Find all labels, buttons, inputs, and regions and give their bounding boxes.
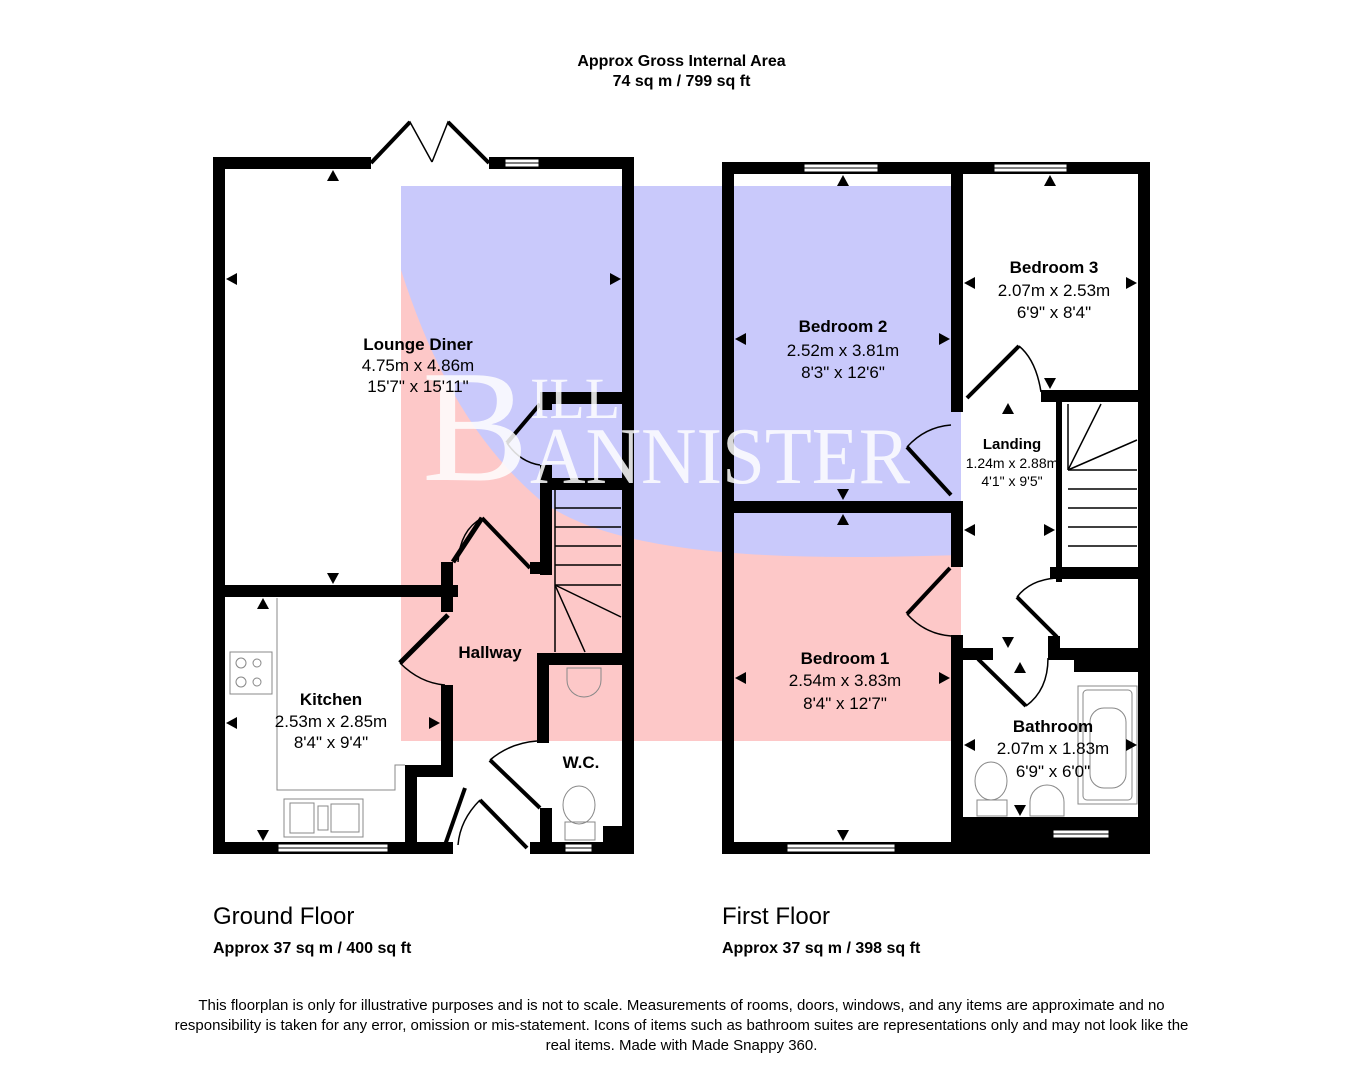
ground-floor-title: Ground Floor (213, 903, 355, 930)
bathroom-basin-icon (1029, 784, 1065, 817)
dimension-markers-first (735, 175, 1137, 841)
svg-text:2.07m x 1.83m: 2.07m x 1.83m (997, 739, 1109, 758)
first-floor-area: Approx 37 sq m / 398 sq ft (722, 940, 921, 957)
gross-area-value: 74 sq m / 799 sq ft (612, 73, 751, 90)
svg-text:Bathroom: Bathroom (1013, 717, 1093, 736)
first-floor-title: First Floor (722, 903, 830, 930)
svg-text:8'3" x 12'6": 8'3" x 12'6" (801, 363, 885, 382)
bathroom-toilet-icon (974, 761, 1008, 817)
watermark-logo (401, 186, 961, 741)
svg-text:1.24m x 2.88m: 1.24m x 2.88m (966, 455, 1059, 471)
room-bedroom-3: Bedroom 3 2.07m x 2.53m 6'9" x 8'4" (998, 258, 1110, 322)
gross-internal-area: Approx Gross Internal Area 74 sq m / 799… (0, 52, 1363, 92)
watermark-text: B ILL ANNISTER (422, 337, 911, 515)
room-hallway: Hallway (458, 643, 522, 662)
room-bedroom-1: Bedroom 1 2.54m x 3.83m 8'4" x 12'7" (789, 649, 901, 713)
ground-floor-area: Approx 37 sq m / 400 sq ft (213, 940, 412, 957)
svg-text:2.54m x 3.83m: 2.54m x 3.83m (789, 671, 901, 690)
svg-text:Landing: Landing (983, 436, 1041, 453)
svg-text:15'7" x 15'11": 15'7" x 15'11" (367, 377, 468, 396)
room-kitchen: Kitchen 2.53m x 2.85m 8'4" x 9'4" (275, 690, 387, 752)
svg-text:4'1" x 9'5": 4'1" x 9'5" (981, 473, 1042, 489)
room-lounge-diner: Lounge Diner 4.75m x 4.86m 15'7" x 15'11… (362, 335, 474, 396)
room-landing: Landing 1.24m x 2.88m 4'1" x 9'5" (966, 436, 1059, 489)
svg-text:Bedroom 3: Bedroom 3 (1010, 258, 1099, 277)
svg-text:ILL: ILL (530, 366, 620, 431)
svg-text:6'9" x 8'4": 6'9" x 8'4" (1017, 303, 1091, 322)
svg-text:Kitchen: Kitchen (300, 690, 362, 709)
kitchen-sink-icon (283, 798, 364, 838)
kitchen-worktop (276, 598, 405, 791)
svg-text:Bedroom 1: Bedroom 1 (801, 649, 890, 668)
svg-text:Bedroom 2: Bedroom 2 (799, 317, 888, 336)
svg-text:2.07m x 2.53m: 2.07m x 2.53m (998, 281, 1110, 300)
svg-text:4.75m x 4.86m: 4.75m x 4.86m (362, 356, 474, 375)
svg-text:2.53m x 2.85m: 2.53m x 2.85m (275, 712, 387, 731)
room-bathroom: Bathroom 2.07m x 1.83m 6'9" x 6'0" (997, 717, 1109, 781)
svg-text:Lounge Diner: Lounge Diner (363, 335, 473, 354)
svg-text:B: B (422, 337, 529, 515)
svg-text:2.52m x 3.81m: 2.52m x 3.81m (787, 341, 899, 360)
hob-icon (229, 651, 273, 695)
svg-text:Hallway: Hallway (458, 643, 522, 662)
svg-text:8'4" x 9'4": 8'4" x 9'4" (294, 733, 368, 752)
wc-basin-icon (566, 667, 602, 698)
gross-area-title: Approx Gross Internal Area (577, 53, 786, 70)
first-floor-plan (722, 162, 1150, 854)
svg-text:W.C.: W.C. (563, 753, 600, 772)
room-bedroom-2: Bedroom 2 2.52m x 3.81m 8'3" x 12'6" (787, 317, 899, 382)
svg-text:6'9" x 6'0": 6'9" x 6'0" (1016, 762, 1090, 781)
toilet-icon (562, 785, 596, 841)
svg-text:ANNISTER: ANNISTER (530, 413, 911, 501)
svg-text:8'4" x 12'7": 8'4" x 12'7" (803, 694, 887, 713)
ground-stairs (554, 490, 622, 653)
dimension-markers-ground (226, 170, 621, 841)
room-wc: W.C. (563, 753, 600, 772)
ground-floor-plan (213, 120, 634, 854)
disclaimer-text: This floorplan is only for illustrative … (174, 997, 1189, 1054)
first-stairs (1067, 403, 1138, 547)
